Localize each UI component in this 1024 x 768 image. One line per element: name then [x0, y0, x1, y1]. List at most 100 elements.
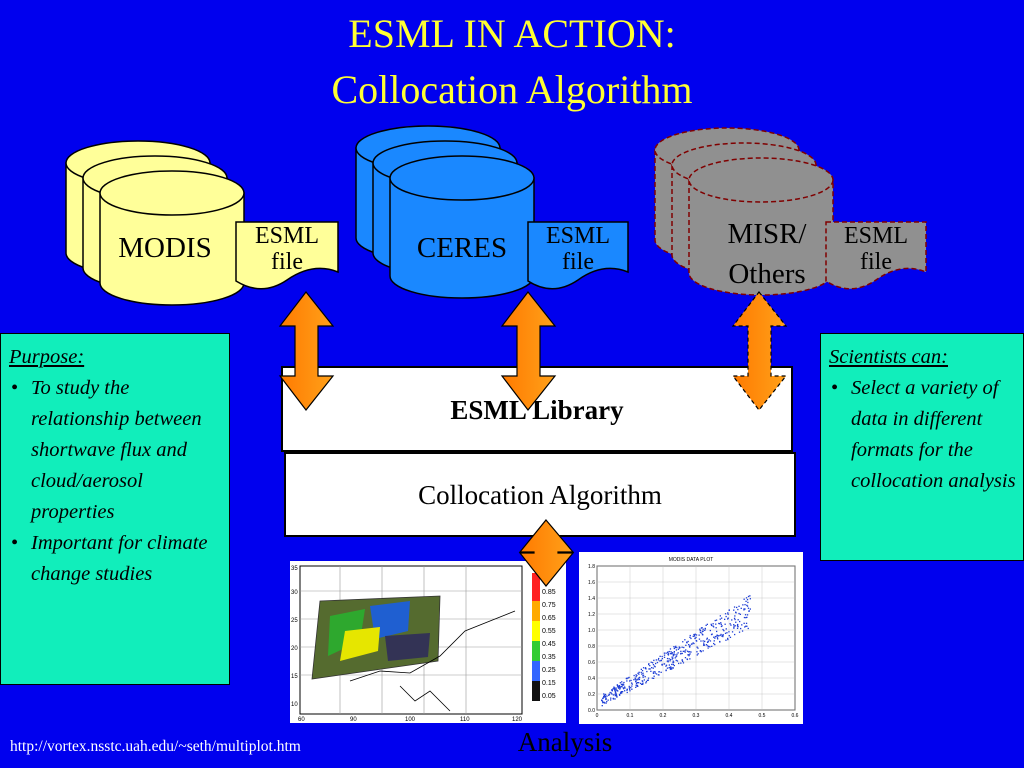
scatter-point	[719, 618, 721, 620]
scatter-point	[626, 680, 628, 682]
scatter-point	[694, 637, 696, 640]
scatter-point	[675, 649, 678, 651]
scatter-point	[693, 642, 695, 645]
scatter-point	[605, 697, 607, 699]
scatter-point	[654, 671, 656, 673]
scatter-point	[603, 694, 605, 696]
scatter-point	[645, 668, 647, 670]
scatter-point	[645, 681, 648, 683]
scatter-point	[663, 656, 666, 658]
modis-database-icon	[65, 140, 245, 306]
scatter-point	[648, 668, 650, 670]
scatter-point	[621, 692, 623, 694]
scatter-point	[672, 657, 674, 659]
scatter-point	[693, 635, 696, 637]
scatter-point	[616, 690, 618, 692]
scatter-point	[642, 676, 644, 678]
scatter-point	[720, 633, 722, 636]
scatter-point	[744, 608, 746, 610]
scatter-point	[709, 629, 711, 632]
scatter-point	[727, 617, 729, 619]
scatter-point	[697, 653, 699, 655]
scatter-point	[716, 637, 719, 639]
scatter-point	[614, 695, 616, 697]
scatter-point	[729, 623, 731, 625]
scatter-point	[692, 635, 694, 637]
scatter-y-tick: 0.6	[588, 660, 595, 666]
scatter-point	[689, 651, 691, 653]
colorbar-tick-label: 0.75	[542, 602, 556, 609]
scatter-point	[603, 693, 605, 695]
scatter-point	[661, 664, 663, 666]
scatter-point	[608, 694, 610, 696]
scatter-point	[658, 657, 660, 660]
scatter-point	[622, 691, 624, 693]
scatter-point	[671, 656, 673, 658]
analysis-label: Analysis	[517, 727, 613, 757]
scatter-point	[706, 641, 709, 643]
scatter-point	[669, 666, 671, 669]
scatter-point	[630, 686, 632, 689]
scatter-point	[634, 678, 637, 680]
ceres-database-icon	[355, 125, 535, 299]
scatter-point	[720, 622, 722, 624]
scatter-point	[601, 699, 603, 701]
scatter-point	[623, 688, 625, 690]
scatter-y-tick: 0.4	[588, 676, 595, 682]
scatter-point	[606, 700, 608, 703]
scatter-point	[661, 655, 663, 658]
scatter-point	[657, 659, 659, 661]
scatter-point	[666, 657, 669, 660]
scatter-point	[739, 613, 741, 615]
scatter-point	[731, 619, 733, 621]
footer-url[interactable]: http://vortex.nsstc.uah.edu/~seth/multip…	[10, 738, 301, 755]
scatter-point	[624, 690, 626, 692]
scatter-point	[707, 640, 709, 642]
scatter-point	[637, 682, 639, 684]
scatter-point	[642, 667, 645, 669]
scatter-point	[738, 605, 740, 607]
scatter-point	[724, 618, 726, 620]
scatter-point	[719, 615, 721, 617]
map-plot-thumbnail: 0.85 0.75 0.65 0.55 0.45 0.35 0.25 0.15 …	[290, 561, 566, 723]
scatter-point	[684, 651, 686, 653]
scatter-point	[688, 644, 690, 646]
scatter-point	[743, 616, 746, 619]
scatter-point	[605, 698, 607, 700]
scatter-point	[614, 687, 616, 689]
scatter-point	[655, 673, 658, 675]
scatter-point	[680, 650, 682, 652]
scatter-point	[675, 656, 677, 658]
scatter-point	[700, 651, 702, 653]
scatter-point	[617, 687, 620, 689]
scatter-point	[736, 627, 739, 629]
scatter-point	[621, 686, 623, 688]
scatter-point	[718, 635, 720, 637]
scatter-point	[718, 622, 720, 625]
scatter-point	[747, 627, 749, 630]
scatter-point	[681, 659, 683, 661]
scatter-point	[642, 682, 644, 684]
scatter-point	[671, 668, 673, 670]
scatter-point	[738, 631, 741, 633]
scatter-point	[743, 609, 745, 611]
scatter-point	[635, 676, 637, 678]
scatter-point	[654, 672, 656, 674]
scatter-point	[641, 683, 643, 685]
scatter-point	[637, 685, 639, 687]
scatter-point	[727, 637, 729, 640]
misr-label-line2: Others	[728, 258, 806, 290]
scatter-point	[647, 679, 649, 681]
scatter-point	[676, 655, 678, 657]
scatter-point	[719, 634, 721, 637]
scatter-point	[747, 601, 749, 604]
scatter-point	[689, 653, 691, 655]
scatter-point	[681, 646, 683, 648]
scatter-point	[670, 652, 672, 655]
scatter-point	[727, 613, 729, 615]
scatter-point	[725, 628, 727, 630]
scatter-point	[711, 645, 713, 647]
scatter-point	[672, 667, 674, 669]
